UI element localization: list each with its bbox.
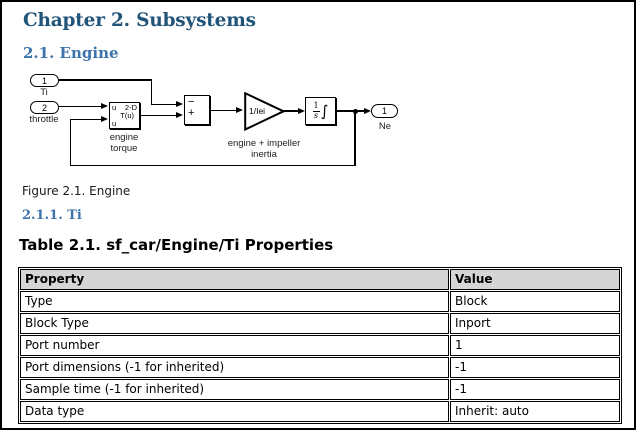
- subsection-title: 2.1.1. Ti: [22, 208, 82, 223]
- property-cell: Sample time (-1 for inherited): [20, 379, 449, 400]
- chapter-title: Chapter 2. Subsystems: [23, 10, 256, 31]
- sum-plus-sign: +: [188, 107, 195, 119]
- property-cell: Block Type: [20, 313, 449, 334]
- feedback-line: [69, 119, 71, 166]
- table-row: Port number 1: [20, 335, 620, 356]
- table-row: Port dimensions (-1 for inherited) -1: [20, 357, 620, 378]
- signal-line: [150, 103, 177, 105]
- arrowhead-icon: [176, 111, 183, 118]
- table-row: Type Block: [20, 291, 620, 312]
- lookup-caption-line1: engine: [109, 132, 139, 143]
- value-cell: Inherit: auto: [450, 401, 620, 422]
- gain-value: 1/Iei: [249, 106, 266, 116]
- one-over-s-fraction: 1 s: [312, 101, 320, 120]
- gain-block: [244, 92, 285, 131]
- column-header-property: Property: [20, 269, 449, 290]
- property-cell: Type: [20, 291, 449, 312]
- lookup-u-bottom: u: [112, 119, 117, 128]
- lookup-table-block: u 2-D T(u) u: [109, 102, 140, 129]
- lookup-dim: 2-D: [124, 103, 137, 112]
- sum-minus-sign: −: [188, 96, 195, 108]
- inport-label-throttle: throttle: [29, 114, 59, 125]
- sum-block: [184, 95, 210, 125]
- property-cell: Port number: [20, 335, 449, 356]
- arrowhead-icon: [363, 107, 371, 114]
- outport-number: 1: [381, 106, 387, 116]
- inport-block-ti: 1: [30, 74, 59, 87]
- feedback-line: [354, 112, 356, 166]
- signal-line: [140, 114, 176, 116]
- fraction-denominator: s: [314, 111, 319, 120]
- value-cell: Block: [450, 291, 620, 312]
- feedback-line: [69, 164, 356, 166]
- lookup-u-top: u: [112, 103, 117, 112]
- table-row: Block Type Inport: [20, 313, 620, 334]
- properties-table: Property Value Type Block Block Type Inp…: [18, 267, 622, 424]
- outport-label-ne: Ne: [378, 121, 392, 132]
- lookup-caption-line2: torque: [110, 143, 138, 154]
- signal-line: [70, 118, 102, 120]
- table-title: Table 2.1. sf_car/Engine/Ti Properties: [19, 236, 334, 254]
- gain-caption-line2: inertia: [251, 149, 277, 160]
- integral-icon: ∫: [320, 101, 329, 120]
- fraction-bar: [312, 110, 320, 112]
- arrowhead-icon: [297, 107, 305, 114]
- figure-caption: Figure 2.1. Engine: [22, 184, 131, 198]
- property-cell: Data type: [20, 401, 449, 422]
- table-row: Data type Inherit: auto: [20, 401, 620, 422]
- arrowhead-icon: [101, 115, 108, 122]
- inport-block-throttle: 2: [30, 101, 59, 114]
- gain-caption-line1: engine + impeller: [227, 138, 301, 149]
- outport-block-ne: 1: [371, 104, 398, 118]
- signal-line: [59, 79, 152, 81]
- value-cell: -1: [450, 357, 620, 378]
- arrowhead-icon: [176, 100, 183, 107]
- inport-label-ti: Ti: [40, 87, 48, 98]
- inport-number: 2: [41, 102, 47, 113]
- value-cell: 1: [450, 335, 620, 356]
- column-header-value: Value: [450, 269, 620, 290]
- table-row: Sample time (-1 for inherited) -1: [20, 379, 620, 400]
- signal-line: [210, 109, 236, 111]
- value-cell: -1: [450, 379, 620, 400]
- arrowhead-icon: [236, 106, 243, 113]
- signal-line: [282, 110, 298, 112]
- branch-point: [352, 108, 358, 114]
- arrowhead-icon: [101, 102, 108, 109]
- signal-line: [150, 79, 152, 104]
- value-cell: Inport: [450, 313, 620, 334]
- signal-line: [336, 110, 364, 112]
- inport-number: 1: [41, 75, 47, 86]
- property-cell: Port dimensions (-1 for inherited): [20, 357, 449, 378]
- section-title: 2.1. Engine: [23, 44, 119, 62]
- signal-line: [59, 105, 102, 107]
- table-header-row: Property Value: [20, 269, 620, 290]
- fraction-numerator: 1: [313, 101, 319, 110]
- lookup-fn: T(u): [120, 111, 134, 120]
- integrator-block: 1 s ∫: [305, 97, 336, 125]
